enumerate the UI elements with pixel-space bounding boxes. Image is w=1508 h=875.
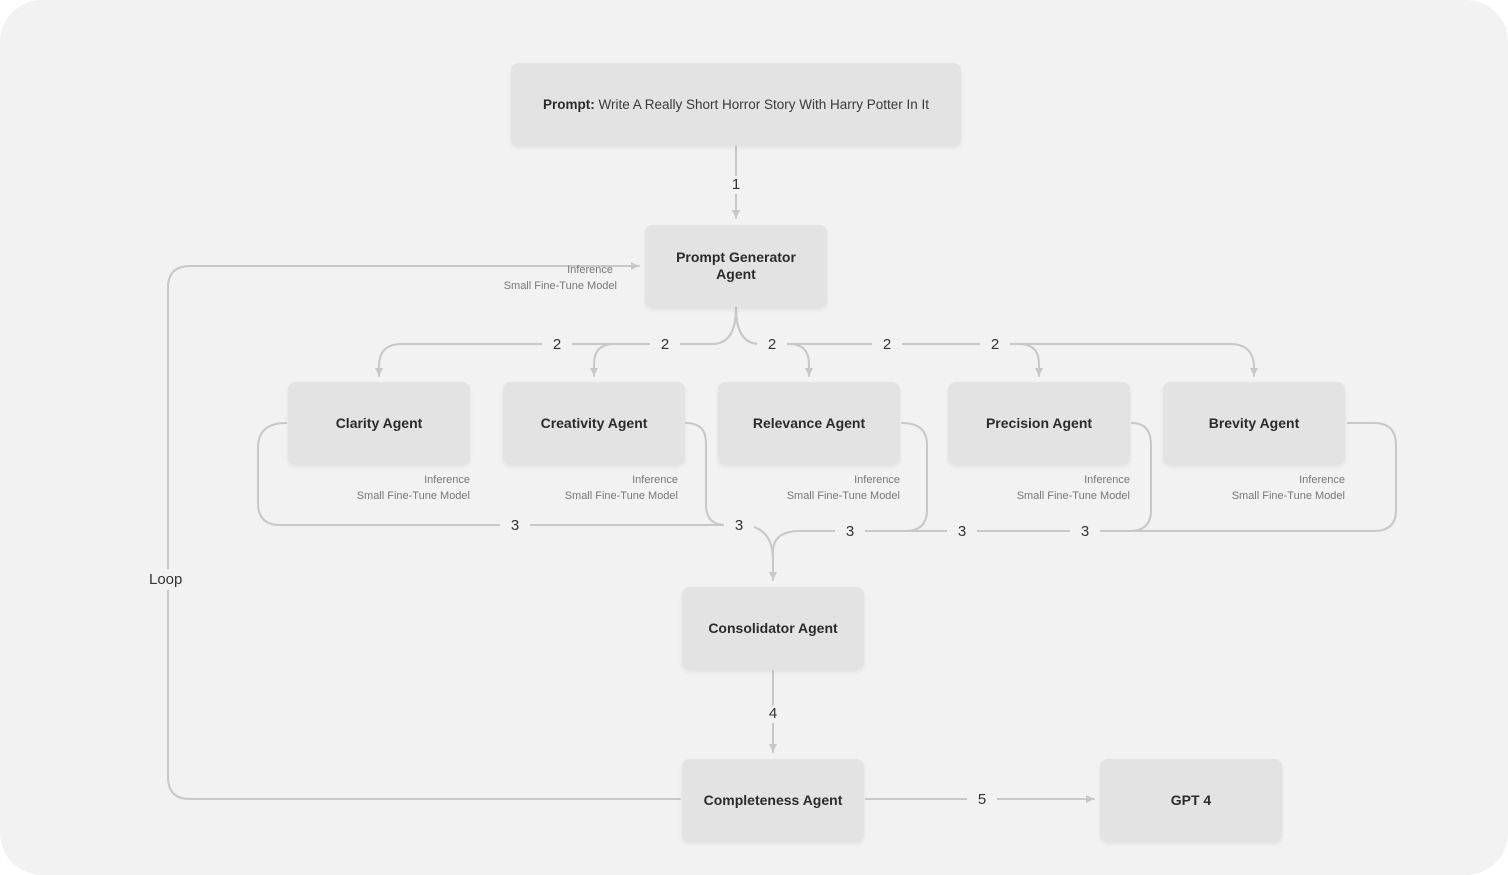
clarity-agent-node[interactable]: Clarity Agent xyxy=(288,382,470,464)
consolidator-agent-node[interactable]: Consolidator Agent xyxy=(682,587,864,669)
creativity-agent-label: Creativity Agent xyxy=(540,414,648,431)
edge-3-relevance xyxy=(772,422,928,553)
edge-3-brevity xyxy=(1129,422,1397,532)
edge-label-2-brevity: 2 xyxy=(980,336,1010,354)
meta-inference: Inference xyxy=(424,474,470,486)
completeness-agent-label: Completeness Agent xyxy=(703,791,843,808)
edge-loop xyxy=(167,262,681,800)
brevity-agent-node[interactable]: Brevity Agent xyxy=(1163,382,1345,464)
edge-label-5: 5 xyxy=(967,791,997,809)
meta-inference: Inference xyxy=(1084,474,1130,486)
meta-model: Small Fine-Tune Model xyxy=(356,490,470,502)
meta-inference: Inference xyxy=(632,474,678,486)
meta-inference: Inference xyxy=(854,474,900,486)
loop-label: Loop xyxy=(149,569,183,590)
edge-2-brevity xyxy=(735,307,1258,377)
brevity-meta: Inference Small Fine-Tune Model xyxy=(1195,472,1345,504)
edge-2-creativity xyxy=(590,307,737,377)
edge-label-3-clarity: 3 xyxy=(500,517,530,535)
prompt-generator-agent-node[interactable]: Prompt Generator Agent xyxy=(645,225,827,307)
edge-label-2-clarity: 2 xyxy=(542,336,572,354)
meta-model: Small Fine-Tune Model xyxy=(786,490,900,502)
prompt-content: Prompt: Write A Really Short Horror Stor… xyxy=(543,96,929,113)
meta-inference: Inference xyxy=(567,264,613,276)
meta-inference: Inference xyxy=(1299,474,1345,486)
prompt-label: Prompt: xyxy=(542,96,595,112)
meta-model: Small Fine-Tune Model xyxy=(1016,490,1130,502)
clarity-meta: Inference Small Fine-Tune Model xyxy=(320,472,470,504)
edge-3-creativity xyxy=(685,422,727,526)
relevance-meta: Inference Small Fine-Tune Model xyxy=(750,472,900,504)
consolidator-agent-label: Consolidator Agent xyxy=(708,619,838,636)
edge-label-1: 1 xyxy=(721,176,751,194)
prompt-generator-meta: Inference Small Fine-Tune Model xyxy=(467,262,617,294)
edge-label-3-relevance: 3 xyxy=(835,523,865,541)
edge-label-3-brevity: 3 xyxy=(1070,523,1100,541)
edge-3-clarity xyxy=(257,422,774,561)
gpt4-label: GPT 4 xyxy=(1170,791,1212,808)
prompt-generator-line2: Agent xyxy=(716,266,756,282)
prompt-generator-title: Prompt Generator Agent xyxy=(676,249,796,283)
relevance-agent-node[interactable]: Relevance Agent xyxy=(718,382,900,464)
precision-meta: Inference Small Fine-Tune Model xyxy=(980,472,1130,504)
clarity-agent-label: Clarity Agent xyxy=(335,414,423,431)
creativity-meta: Inference Small Fine-Tune Model xyxy=(528,472,678,504)
edge-label-2-relevance: 2 xyxy=(757,336,787,354)
meta-model: Small Fine-Tune Model xyxy=(1231,490,1345,502)
brevity-agent-label: Brevity Agent xyxy=(1208,414,1300,431)
prompt-generator-line1: Prompt Generator xyxy=(676,249,796,265)
gpt4-node[interactable]: GPT 4 xyxy=(1100,759,1282,841)
edge-label-2-creativity: 2 xyxy=(650,336,680,354)
creativity-agent-node[interactable]: Creativity Agent xyxy=(503,382,685,464)
edge-label-3-creativity: 3 xyxy=(724,517,754,535)
prompt-node[interactable]: Prompt: Write A Really Short Horror Stor… xyxy=(511,63,961,145)
edge-label-3-precision: 3 xyxy=(947,523,977,541)
meta-model: Small Fine-Tune Model xyxy=(564,490,678,502)
completeness-agent-node[interactable]: Completeness Agent xyxy=(682,759,864,841)
edge-label-4: 4 xyxy=(758,705,788,723)
precision-agent-label: Precision Agent xyxy=(985,414,1093,431)
meta-model: Small Fine-Tune Model xyxy=(503,280,617,292)
edge-label-2-precision: 2 xyxy=(872,336,902,354)
precision-agent-node[interactable]: Precision Agent xyxy=(948,382,1130,464)
relevance-agent-label: Relevance Agent xyxy=(752,414,866,431)
prompt-text: Write A Really Short Horror Story With H… xyxy=(598,96,930,112)
